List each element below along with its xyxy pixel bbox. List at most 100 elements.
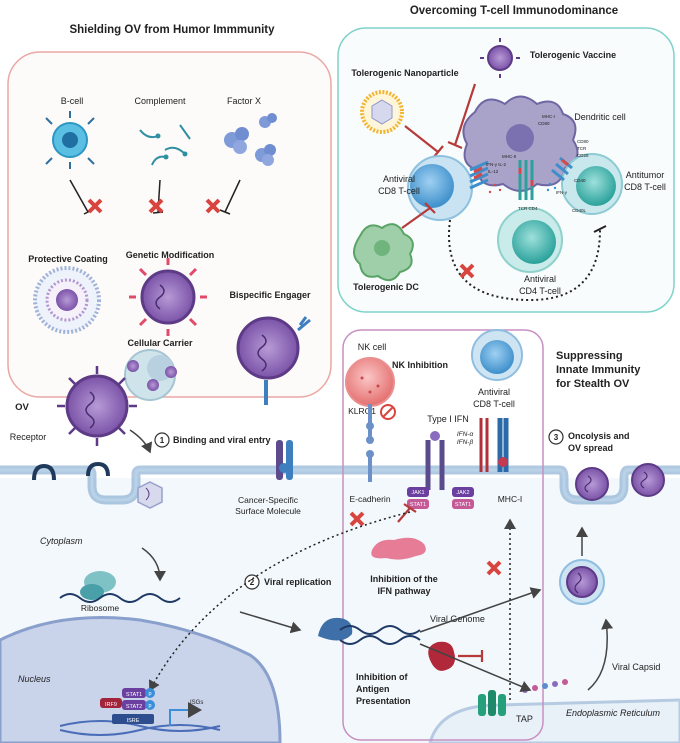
mhci-label: MHC-I bbox=[498, 494, 523, 504]
blocked-arrows bbox=[69, 179, 241, 215]
nuc-stat1-label: STAT1 bbox=[126, 692, 142, 698]
cd80-tiny-label: CD80 bbox=[538, 121, 550, 126]
tolerogenic-dc-inhibit-line bbox=[401, 202, 436, 229]
tolerogenic-dc-label: Tolerogenic DC bbox=[353, 282, 419, 292]
stat1-label-a: STAT1 bbox=[410, 502, 426, 508]
genome-to-er-arrow bbox=[419, 643, 532, 693]
nk-cell-label: NK cell bbox=[358, 342, 387, 352]
innate-cd8-cell-icon bbox=[471, 329, 523, 381]
type-i-ifn-label: Type I IFN bbox=[427, 414, 469, 424]
genetic-modification-virus-icon bbox=[129, 258, 207, 336]
dendritic-cell-icon bbox=[462, 95, 579, 192]
antiviral-cd8-label-2: CD8 T-cell bbox=[378, 186, 420, 196]
ribosome-icon bbox=[80, 571, 116, 600]
mrna-to-replication-arrow bbox=[239, 611, 302, 634]
tolerogenic-vaccine-label: Tolerogenic Vaccine bbox=[530, 50, 616, 60]
assembled-virus-icon bbox=[559, 559, 605, 605]
isg-transcription-arrow bbox=[169, 702, 202, 726]
innate-antiviral-label-2: CD8 T-cell bbox=[473, 399, 515, 409]
protective-coating-label: Protective Coating bbox=[28, 254, 108, 264]
step-1-number: 1 bbox=[160, 436, 165, 445]
isre-labels: IRF9 STAT1 STAT2 p p ISRE bbox=[105, 691, 151, 724]
antitumor-label-1: Antitumor bbox=[626, 170, 665, 180]
receptor-label: Receptor bbox=[10, 432, 47, 442]
isgs-label: ISGs bbox=[190, 700, 203, 706]
cellular-carrier-icon bbox=[124, 349, 177, 401]
tolerogenic-nanoparticle-icon bbox=[360, 90, 404, 134]
ifn-alpha-label: IFN-α bbox=[457, 431, 474, 438]
innate-title-line-2: Innate Immunity bbox=[556, 364, 641, 376]
ifn-receptor-icon bbox=[425, 431, 445, 490]
mrna-strand bbox=[59, 593, 181, 603]
antiviral-cd4-label-1: Antiviral bbox=[524, 274, 556, 284]
dendritic-cell-label: Dendritic cell bbox=[574, 112, 626, 122]
ov-label: OV bbox=[15, 402, 29, 413]
cd40l-tiny-label: CD40L bbox=[572, 208, 587, 213]
capsid-to-ribosome-arrow bbox=[141, 547, 166, 582]
released-virus-icon bbox=[631, 463, 665, 497]
antitumor-cd8-cell-icon bbox=[561, 153, 623, 215]
cd4-tiny-label: TCR CD4 bbox=[518, 206, 538, 211]
tolerogenic-nanoparticle-label: Tolerogenic Nanoparticle bbox=[351, 68, 458, 78]
cytokine-dots bbox=[488, 182, 557, 194]
genome-to-assembly-arrow bbox=[419, 587, 542, 633]
no-entry-icon bbox=[380, 404, 396, 420]
ecadherin-red-x bbox=[349, 511, 365, 527]
synapse-receptors bbox=[469, 156, 573, 200]
ifn-beta-label: IFN-β bbox=[457, 439, 474, 446]
tap-label: TAP bbox=[516, 714, 533, 724]
dashed-loop-arrow bbox=[448, 219, 601, 302]
cellular-carrier-label: Cellular Carrier bbox=[127, 338, 193, 348]
cytoplasm-label: Cytoplasm bbox=[40, 536, 83, 546]
capsid-entering-icon bbox=[137, 481, 163, 509]
inhibit-ag-label-2: Antigen bbox=[356, 684, 390, 694]
inhibit-ifn-label-2: IFN pathway bbox=[377, 586, 430, 596]
er-label: Endoplasmic Reticulum bbox=[566, 708, 661, 718]
bispecific-engager-label: Bispecific Engager bbox=[229, 290, 311, 300]
tcell-panel-title: Overcoming T-cell Immunodominance bbox=[410, 5, 618, 17]
tcr-tiny-label: TCR bbox=[577, 146, 587, 151]
ov-virus-icon bbox=[57, 366, 137, 446]
inhibit-ag-label-1: Inhibition of bbox=[356, 672, 408, 682]
bispecific-engager-virus-icon bbox=[236, 316, 311, 405]
cd40-tiny-label: CD40 bbox=[574, 178, 586, 183]
ifn-inhibitor-protein-icon bbox=[371, 537, 426, 560]
cd28-tiny-label: CD28 bbox=[577, 153, 589, 158]
cancer-surface-label-2: Surface Molecule bbox=[235, 506, 301, 516]
antitumor-label-2: CD8 T-cell bbox=[624, 182, 666, 192]
step-1-badge bbox=[154, 432, 170, 448]
mhc2-tiny-label: MHC-II bbox=[502, 154, 516, 159]
e-cadherin-label: E-cadherin bbox=[349, 494, 390, 504]
factor-x-icon bbox=[224, 113, 277, 166]
inhibit-ifn-label-1: Inhibition of the bbox=[370, 574, 437, 584]
klrg1-receptor-icon bbox=[366, 404, 374, 482]
stat-to-nucleus-dashed-arrow bbox=[148, 511, 411, 692]
innate-panel bbox=[342, 329, 544, 741]
jak-stat-boxes bbox=[407, 487, 474, 509]
mhc1-tiny-label: MHC-I bbox=[542, 114, 555, 119]
dashed-loop-end bbox=[593, 225, 607, 233]
humor-panel-title: Shielding OV from Humor Immmunity bbox=[69, 24, 275, 36]
isre-label: ISRE bbox=[127, 718, 140, 724]
viral-genome-strand-b bbox=[339, 635, 421, 645]
innate-title-line-1: Suppressing bbox=[556, 350, 623, 362]
step-1-arrow bbox=[129, 429, 153, 454]
innate-title-line-3: for Stealth OV bbox=[556, 378, 630, 390]
cd80-right-tiny-label: CD80 bbox=[577, 139, 589, 144]
viral-capsid-label: Viral Capsid bbox=[612, 662, 660, 672]
factor-x-label: Factor X bbox=[227, 96, 261, 106]
vaccine-inhibit-line bbox=[447, 83, 477, 150]
inhibit-ag-label-3: Presentation bbox=[356, 696, 411, 706]
nk-cell-icon bbox=[345, 357, 395, 407]
step-3-number: 3 bbox=[554, 433, 559, 442]
protective-coating-virus-icon bbox=[33, 266, 101, 334]
step-3-label-2: OV spread bbox=[568, 443, 613, 453]
budding-virus-icon bbox=[575, 467, 609, 501]
complement-label: Complement bbox=[134, 96, 186, 106]
capsid-to-assembly-arrow bbox=[587, 618, 614, 691]
jak2-label: JAK2 bbox=[456, 490, 469, 496]
dashed-loop-red-x bbox=[459, 263, 475, 279]
cancer-surface-label-1: Cancer-Specific bbox=[238, 495, 299, 505]
